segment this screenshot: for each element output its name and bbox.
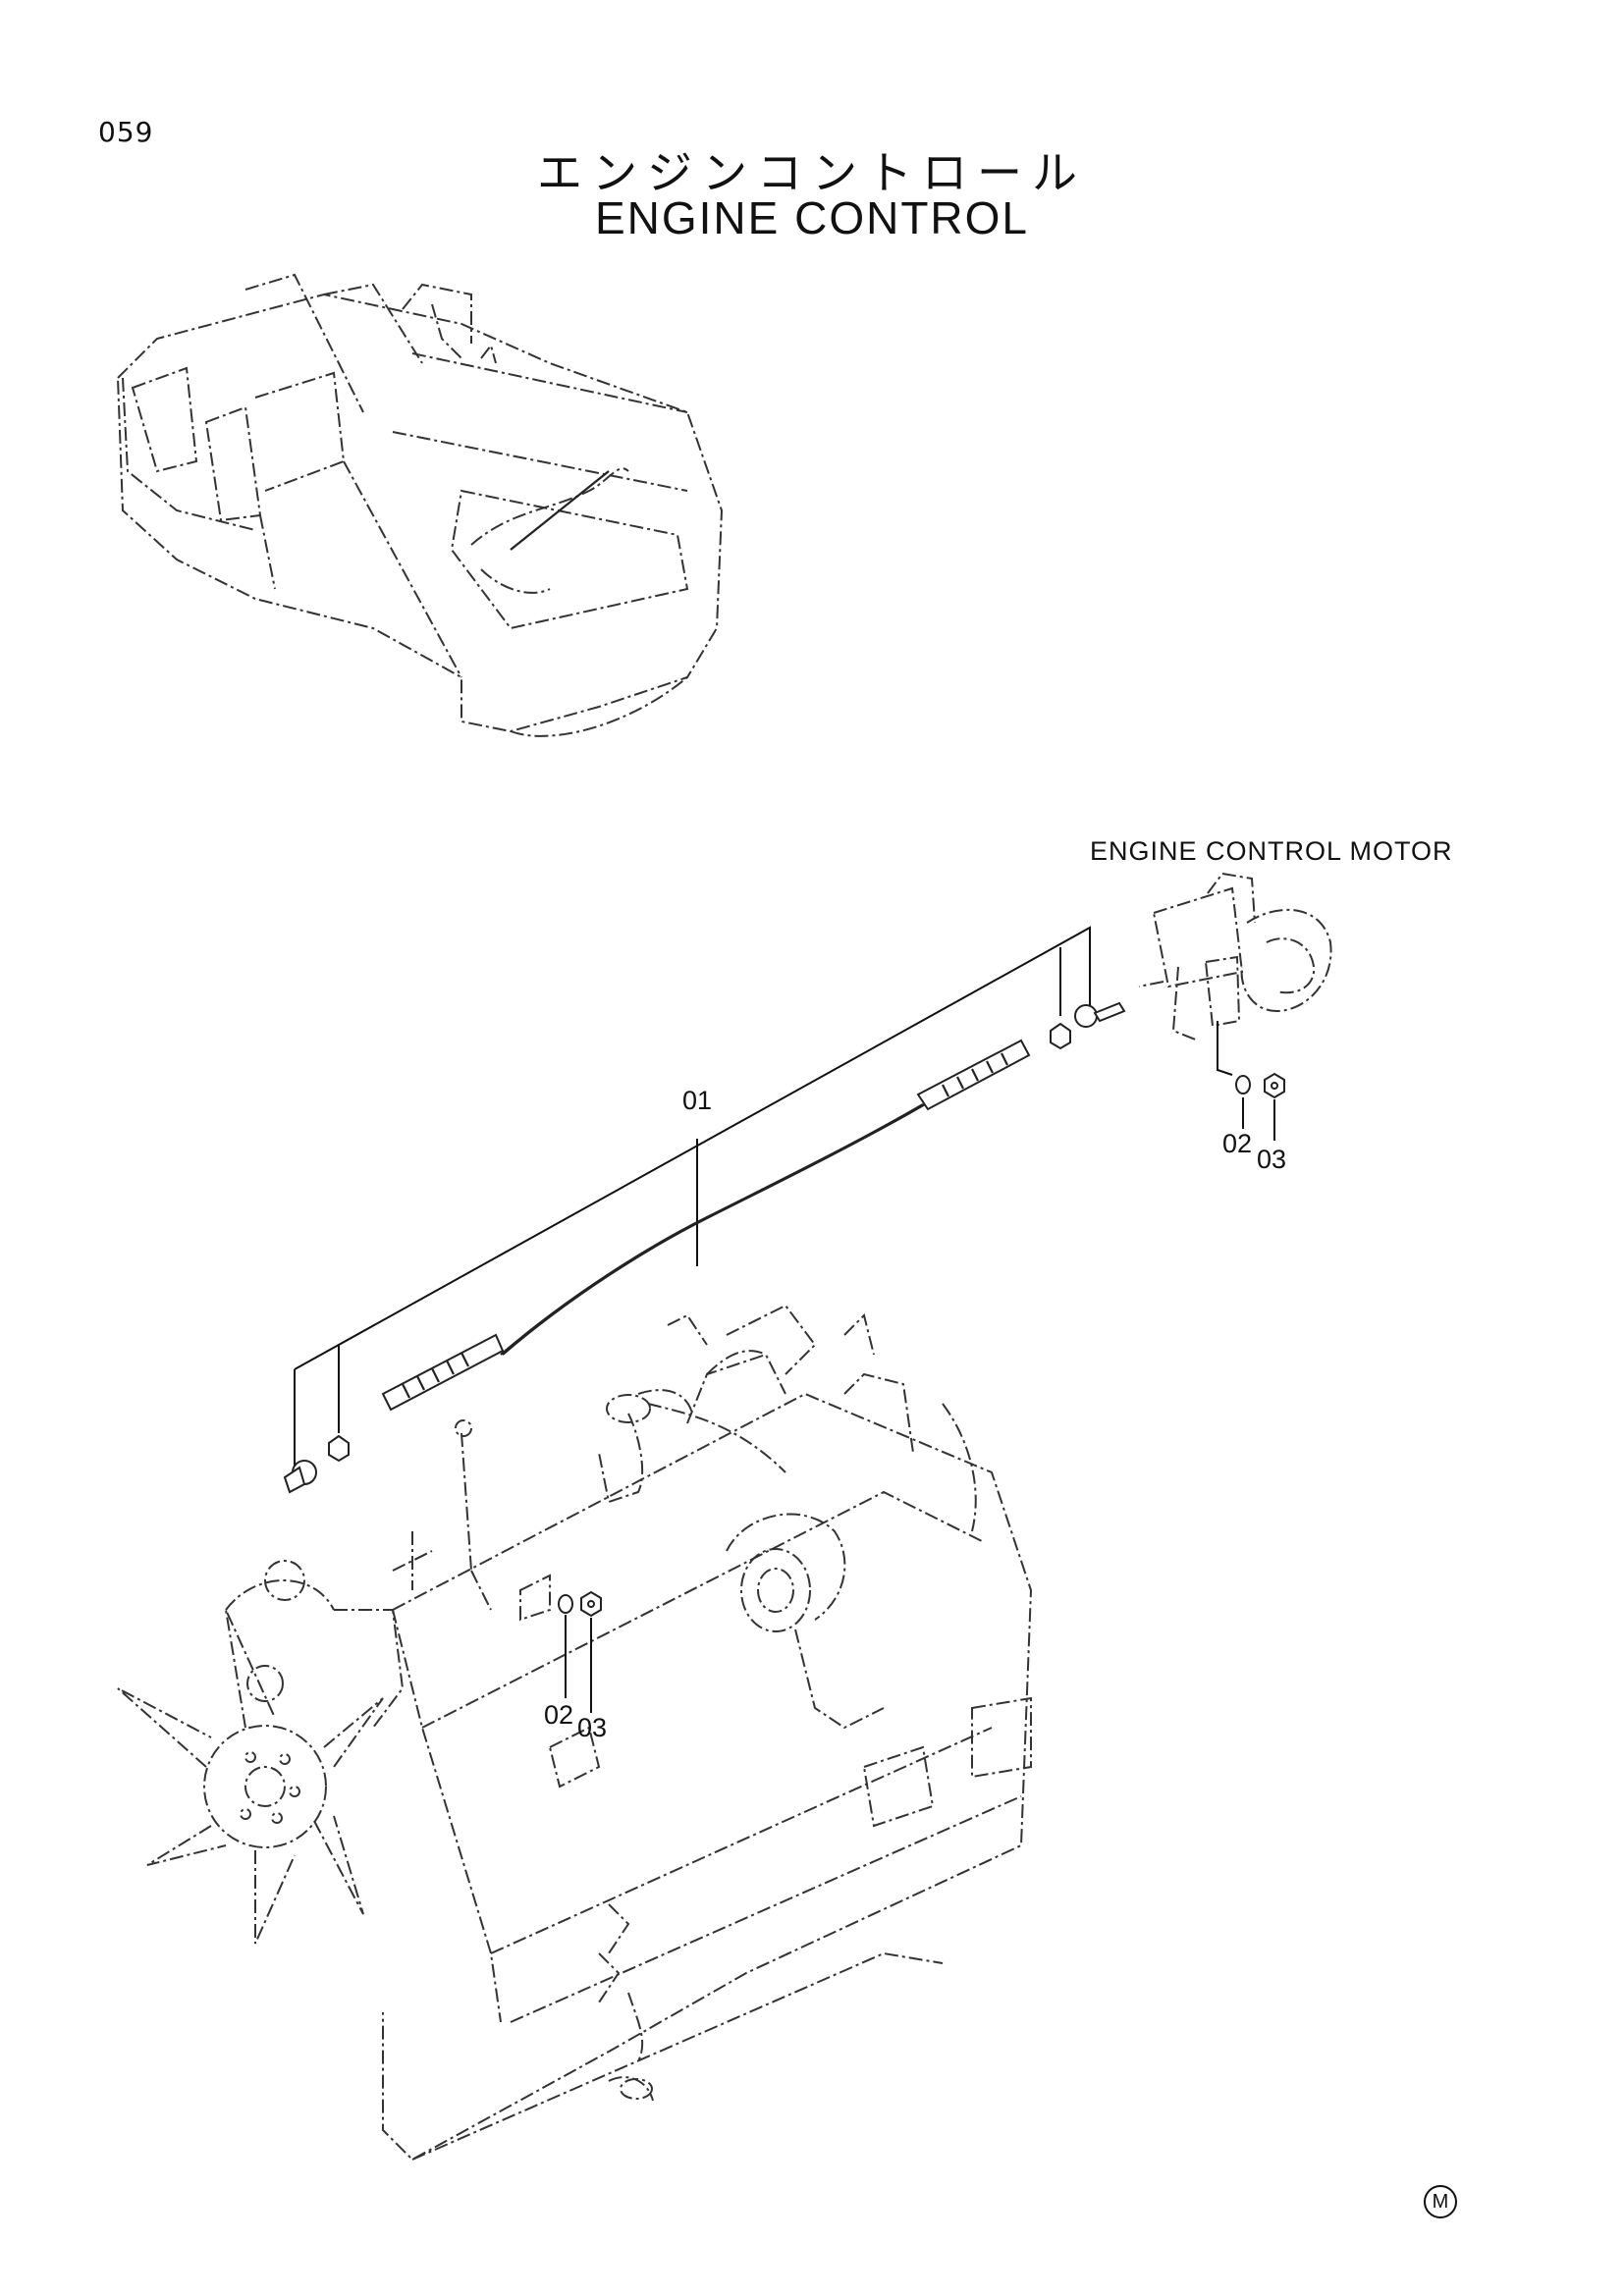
- engine-control-motor: [1138, 872, 1332, 1076]
- callout-motor-washer: 02: [1222, 1129, 1253, 1158]
- callout-motor-nut: 03: [1257, 1145, 1287, 1174]
- page-number: 059: [98, 116, 154, 148]
- engine-control-motor-label: ENGINE CONTROL MOTOR: [1090, 836, 1453, 866]
- page-title-japanese: エンジンコントロール: [537, 146, 1087, 199]
- engine-washer-nut: [558, 1590, 602, 1713]
- callout-engine-washer: 02: [544, 1700, 574, 1730]
- motor-washer-nut: [1235, 1072, 1285, 1141]
- page-title-english: ENGINE CONTROL: [594, 192, 1030, 243]
- control-cable: [283, 926, 1126, 1494]
- engine-assembly: [117, 1304, 1033, 2162]
- excavator-overview: [116, 273, 724, 737]
- callout-engine-nut: 03: [577, 1713, 608, 1742]
- callout-cable: 01: [682, 1086, 713, 1115]
- footer-mark: M: [1424, 2185, 1457, 2218]
